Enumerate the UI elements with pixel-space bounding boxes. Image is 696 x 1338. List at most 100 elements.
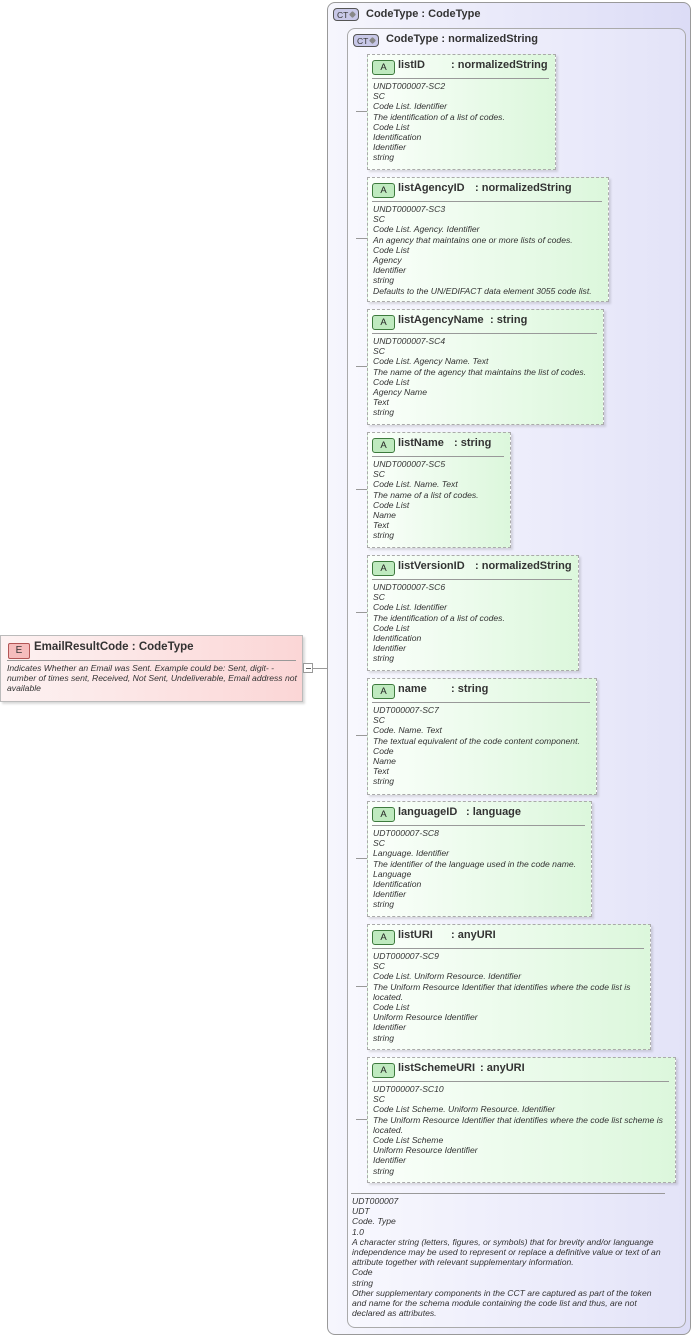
doc-line: string — [373, 407, 395, 418]
complex-type-badge-icon: CT — [333, 8, 359, 21]
doc-line: Code List — [373, 121, 410, 132]
doc-line: UNDT000007-SC4 — [373, 336, 446, 346]
complex-type-inner-title: CodeType : normalizedString — [386, 33, 538, 45]
doc-line: Code List — [373, 499, 410, 510]
attribute-type: : normalizedString — [451, 59, 548, 71]
attribute-type: : language — [466, 806, 522, 818]
attribute-separator — [372, 702, 590, 703]
doc-line: Other supplementary components in the CC… — [352, 1287, 652, 1319]
doc-line: string — [373, 275, 395, 286]
doc-line: Code List — [373, 244, 410, 255]
attribute-name: listURI — [398, 929, 433, 941]
doc-line: 1.0 — [352, 1226, 364, 1237]
attribute-documentation: UNDT000007-SC3 SC Code List. Agency. Ide… — [373, 204, 604, 296]
doc-line: Code — [373, 745, 394, 756]
doc-line: Uniform Resource Identifier — [373, 1012, 478, 1023]
doc-line: Text — [373, 766, 389, 777]
doc-line: Identifier — [373, 643, 406, 654]
attribute-badge-icon: A — [372, 60, 395, 75]
attribute-type-value: normalizedString — [481, 182, 572, 194]
attribute-listschemeuri[interactable]: A listSchemeURI : anyURI UDT000007-SC10 … — [367, 1057, 676, 1183]
doc-line: Code List. Name. Text — [373, 479, 458, 490]
branch-tick — [356, 858, 367, 859]
doc-line: Code. Name. Text — [373, 725, 442, 736]
attribute-badge-icon: A — [372, 1063, 395, 1078]
complex-type-outer-title: CodeType : CodeType — [366, 8, 481, 20]
outer-ct-name: CodeType — [366, 8, 419, 20]
complex-type-documentation: UDT000007 UDT Code. Type 1.0 A character… — [352, 1196, 672, 1318]
doc-line: The textual equivalent of the code conte… — [373, 735, 580, 746]
doc-line: The Uniform Resource Identifier that ide… — [373, 1114, 663, 1135]
doc-line: UNDT000007-SC3 — [373, 204, 446, 214]
branch-tick — [356, 1119, 367, 1120]
attribute-separator — [372, 201, 602, 202]
doc-line: SC — [373, 346, 385, 357]
attribute-type: : string — [451, 683, 489, 695]
attribute-badge-icon: A — [372, 438, 395, 453]
doc-line: Text — [373, 397, 389, 408]
doc-line: Text — [373, 520, 389, 531]
attribute-listname[interactable]: A listName : string UNDT000007-SC5 SC Co… — [367, 432, 511, 548]
attribute-documentation: UNDT000007-SC4 SC Code List. Agency Name… — [373, 336, 599, 418]
attribute-documentation: UDT000007-SC8 SC Language. Identifier Th… — [373, 828, 587, 910]
attribute-type: : string — [490, 314, 528, 326]
doc-line: Code List. Identifier — [373, 602, 448, 613]
attribute-documentation: UNDT000007-SC2 SC Code List. Identifier … — [373, 81, 551, 163]
attribute-name: listAgencyName — [398, 314, 484, 326]
doc-line: The Uniform Resource Identifier that ide… — [373, 981, 631, 1002]
inner-ct-type: normalizedString — [448, 33, 538, 45]
doc-line: string — [373, 1165, 395, 1176]
attribute-name: listSchemeURI — [398, 1062, 476, 1074]
attribute-separator — [372, 1081, 669, 1082]
element-emailresultcode[interactable]: E EmailResultCode : CodeType Indicates W… — [0, 635, 303, 702]
doc-line: A character string (letters, figures, or… — [352, 1236, 661, 1268]
element-name: EmailResultCode — [34, 641, 129, 653]
attribute-listagencyname[interactable]: A listAgencyName : string UNDT000007-SC4… — [367, 309, 604, 425]
attribute-badge-icon: A — [372, 183, 395, 198]
attribute-type-value: string — [496, 314, 528, 326]
branch-tick — [356, 735, 367, 736]
doc-line: SC — [373, 469, 385, 480]
doc-line: Language. Identifier — [373, 848, 449, 859]
attribute-badge-icon: A — [372, 930, 395, 945]
complex-type-badge-icon: CT — [353, 34, 379, 47]
doc-line: UDT000007-SC10 — [373, 1084, 444, 1094]
doc-line: Code List. Identifier — [373, 101, 448, 112]
collapse-toggle-icon[interactable] — [303, 663, 313, 673]
attribute-languageid[interactable]: A languageID : language UDT000007-SC8 SC… — [367, 801, 592, 917]
attribute-separator — [372, 579, 572, 580]
doc-line: Code List. Agency. Identifier — [373, 224, 480, 235]
doc-line: Name — [373, 756, 396, 767]
attribute-separator — [372, 333, 597, 334]
branch-tick — [356, 489, 367, 490]
doc-line: Code List. Agency Name. Text — [373, 356, 489, 367]
doc-line: UDT000007-SC9 — [373, 951, 439, 961]
element-title: EmailResultCode : CodeType — [34, 641, 194, 653]
attribute-listversionid[interactable]: A listVersionID : normalizedString UNDT0… — [367, 555, 579, 671]
attribute-type-value: language — [472, 806, 522, 818]
doc-line: Agency — [373, 255, 402, 266]
doc-line: SC — [373, 838, 385, 849]
attribute-type-value: normalizedString — [481, 560, 572, 572]
doc-line: Uniform Resource Identifier — [373, 1145, 478, 1156]
doc-line: string — [373, 530, 395, 541]
doc-line: Identifier — [373, 265, 406, 276]
doc-line: Identifier — [373, 142, 406, 153]
element-separator — [7, 660, 296, 661]
attribute-name[interactable]: A name : string UDT000007-SC7 SC Code. N… — [367, 678, 597, 795]
doc-line: Code List — [373, 1002, 410, 1013]
doc-line: UDT000007-SC8 — [373, 828, 439, 838]
doc-line: SC — [373, 592, 385, 603]
attribute-listuri[interactable]: A listURI : anyURI UDT000007-SC9 SC Code… — [367, 924, 651, 1050]
attribute-type-value: string — [457, 683, 489, 695]
attribute-listagencyid[interactable]: A listAgencyID : normalizedString UNDT00… — [367, 177, 609, 302]
doc-line: Language — [373, 868, 412, 879]
branch-tick — [356, 111, 367, 112]
inner-ct-name: CodeType — [386, 33, 439, 45]
complex-type-doc-separator — [351, 1193, 665, 1194]
attribute-listid[interactable]: A listID : normalizedString UNDT000007-S… — [367, 54, 556, 170]
attribute-name: languageID — [398, 806, 458, 818]
doc-line: string — [352, 1277, 374, 1288]
doc-line: UNDT000007-SC6 — [373, 582, 446, 592]
attribute-documentation: UNDT000007-SC5 SC Code List. Name. Text … — [373, 459, 506, 541]
